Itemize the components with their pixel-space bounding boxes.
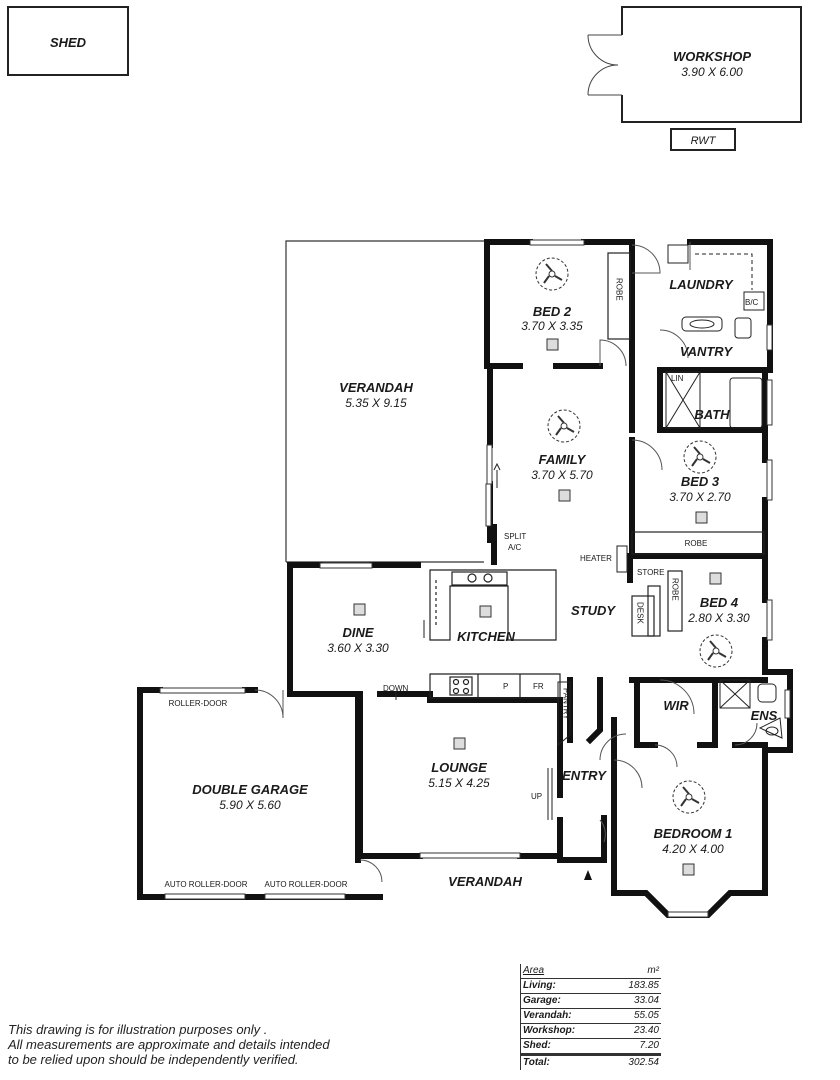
garage-label: DOUBLE GARAGE: [192, 782, 308, 797]
house-walls: [137, 239, 793, 918]
roller-door-label: ROLLER-DOOR: [169, 699, 228, 708]
ens-label: ENS: [751, 708, 778, 723]
door-swings: [254, 242, 758, 883]
bedroom1-label: BEDROOM 1: [654, 826, 733, 841]
bed4-dims: 2.80 X 3.30: [687, 611, 750, 625]
pantry-label: PANTRY: [562, 688, 571, 720]
kitchen-fittings: [429, 569, 561, 699]
shed-label: SHED: [50, 35, 87, 50]
dine-dims: 3.60 X 3.30: [327, 641, 389, 655]
robe-bed2-label: ROBE: [615, 278, 624, 301]
bed2-label: BED 2: [533, 304, 572, 319]
area-row-value: 183.85: [628, 980, 659, 991]
area-row-label: Living:: [523, 980, 556, 991]
area-row: Shed: 7.20: [521, 1039, 661, 1054]
area-row-value: 33.04: [633, 995, 659, 1006]
robes: [607, 252, 765, 637]
robe-bed3-label: ROBE: [685, 539, 708, 548]
fan-icon: [699, 634, 733, 668]
auto-roller-door-label-2: AUTO ROLLER-DOOR: [265, 880, 348, 889]
misc-fixtures: [395, 462, 628, 820]
kitchen-label: KITCHEN: [457, 629, 515, 644]
area-row-label: Workshop:: [523, 1025, 576, 1036]
bath-label: BATH: [694, 407, 730, 422]
down-label: DOWN: [383, 684, 409, 693]
disclaimer-line: All measurements are approximate and det…: [8, 1037, 330, 1052]
disclaimer-line: This drawing is for illustration purpose…: [8, 1022, 268, 1037]
up-label: UP: [531, 792, 542, 801]
workshop-label: WORKSHOP: [673, 49, 751, 64]
split-ac-label: SPLIT: [504, 532, 526, 541]
rear-verandah-outline: [285, 240, 484, 562]
area-row: Workshop: 23.40: [521, 1024, 661, 1039]
area-row: Living: 183.85: [521, 979, 661, 994]
area-row: Verandah: 55.05: [521, 1009, 661, 1024]
area-row-value: 23.40: [633, 1025, 659, 1036]
bed3-dims: 3.70 X 2.70: [669, 490, 731, 504]
family-dims: 3.70 X 5.70: [531, 468, 593, 482]
workshop-outline: [621, 6, 802, 123]
vent-icons: [353, 338, 722, 876]
area-header-label: Area: [523, 965, 545, 976]
workshop-dims: 3.90 X 6.00: [681, 65, 743, 79]
area-total-row: Total: 302.54: [521, 1054, 661, 1070]
area-total-label: Total:: [523, 1057, 550, 1068]
store-label: STORE: [637, 568, 664, 577]
split-ac-label-2: A/C: [508, 543, 522, 552]
rwt-label: RWT: [691, 135, 717, 147]
area-row-value: 7.20: [639, 1040, 659, 1051]
wet-area-fittings: [665, 244, 783, 739]
workshop-door: [587, 34, 622, 96]
robe-bed4-label: ROBE: [671, 578, 680, 601]
garage-dims: 5.90 X 5.60: [219, 798, 281, 812]
area-row-value: 55.05: [633, 1010, 659, 1021]
lounge-label: LOUNGE: [431, 760, 487, 775]
area-header-unit: m²: [647, 965, 659, 976]
bed4-label: BED 4: [700, 595, 739, 610]
front-verandah-label: VERANDAH: [448, 874, 522, 889]
entry-label: ENTRY: [562, 768, 607, 783]
dine-label: DINE: [342, 625, 373, 640]
lounge-dims: 5.15 X 4.25: [428, 776, 490, 790]
rear-verandah-dims: 5.35 X 9.15: [345, 396, 407, 410]
area-row: Garage: 33.04: [521, 994, 661, 1009]
auto-roller-door-label-1: AUTO ROLLER-DOOR: [165, 880, 248, 889]
heater-label: HEATER: [580, 554, 612, 563]
kitchen-p-label: P: [503, 682, 508, 691]
disclaimer-line: to be relied upon should be independentl…: [8, 1052, 299, 1067]
area-row-label: Verandah:: [523, 1010, 572, 1021]
vantry-label: VANTRY: [680, 344, 734, 359]
windows: [159, 239, 791, 918]
fan-icon: [547, 409, 581, 443]
rwt-box: [670, 128, 736, 151]
family-label: FAMILY: [539, 452, 587, 467]
study-label: STUDY: [571, 603, 616, 618]
shed-outline: [7, 6, 129, 76]
desk-label: DESK: [636, 602, 645, 624]
area-table-header: Area m²: [521, 964, 661, 979]
lin-label: LIN: [671, 374, 684, 383]
bed2-dims: 3.70 X 3.35: [521, 319, 583, 333]
wir-label: WIR: [663, 698, 689, 713]
kitchen-fr-label: FR: [533, 682, 544, 691]
rear-verandah-label: VERANDAH: [339, 380, 413, 395]
area-total-value: 302.54: [628, 1057, 659, 1068]
laundry-label: LAUNDRY: [669, 277, 734, 292]
fan-icon: [672, 780, 706, 814]
area-row-label: Shed:: [523, 1040, 551, 1051]
bed3-label: BED 3: [681, 474, 720, 489]
area-row-label: Garage:: [523, 995, 561, 1006]
area-table: Area m² Living: 183.85 Garage: 33.04 Ver…: [520, 964, 661, 1070]
fan-icon: [683, 440, 717, 474]
entry-arrow-icon: [584, 870, 592, 880]
fan-icon: [535, 257, 569, 291]
bic-label: B/C: [745, 298, 759, 307]
bedroom1-dims: 4.20 X 4.00: [662, 842, 724, 856]
disclaimer: This drawing is for illustration purpose…: [8, 1022, 368, 1067]
ceiling-fans: [535, 257, 733, 814]
